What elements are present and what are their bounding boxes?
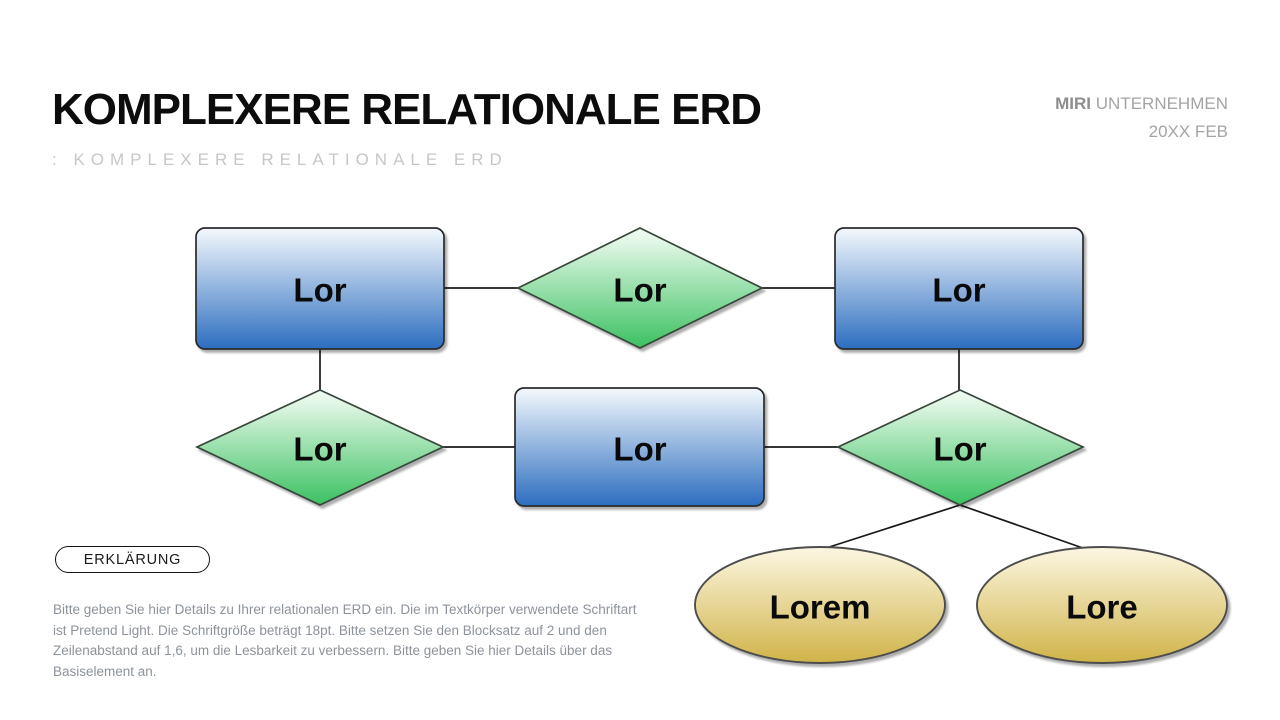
company-name-rest: UNTERNEHMEN — [1095, 94, 1228, 113]
edge-relation-mid-right-attribute-right — [959, 504, 1101, 555]
entity-top-left-label: Lor — [293, 272, 346, 309]
legend-description: Bitte geben Sie hier Details zu Ihrer re… — [53, 602, 637, 679]
legend-button: ERKLÄRUNG — [55, 546, 210, 573]
relation-top-shape — [516, 227, 764, 349]
attribute-left-label: Lorem — [770, 589, 871, 626]
company-name-bold: MIRI — [1055, 94, 1092, 113]
slide-meta: MIRI UNTERNEHMEN 20XX FEB — [1055, 90, 1228, 145]
entity-mid-shape — [514, 387, 765, 507]
entity-top-left-shape — [195, 227, 445, 350]
relation-mid-left-shape — [194, 389, 446, 506]
attribute-left-shape — [694, 546, 946, 664]
entity-top-right-shape — [834, 227, 1084, 350]
entity-top-right-label: Lor — [932, 272, 985, 309]
entity-mid-label: Lor — [613, 431, 666, 468]
page-subtitle: : KOMPLEXERE RELATIONALE ERD — [52, 150, 508, 170]
relation-mid-left-label: Lor — [293, 431, 346, 468]
attribute-right-shape — [976, 546, 1228, 664]
slide-date: 20XX FEB — [1148, 121, 1228, 141]
company-name: MIRI UNTERNEHMEN — [1055, 90, 1228, 118]
relation-mid-right-label: Lor — [933, 431, 986, 468]
relation-top-label: Lor — [613, 272, 666, 309]
page-title: KOMPLEXERE RELATIONALE ERD — [52, 85, 762, 134]
relation-mid-right-shape — [836, 389, 1086, 506]
header: KOMPLEXERE RELATIONALE ERD : KOMPLEXERE … — [52, 85, 762, 170]
attribute-right-label: Lore — [1066, 589, 1138, 626]
